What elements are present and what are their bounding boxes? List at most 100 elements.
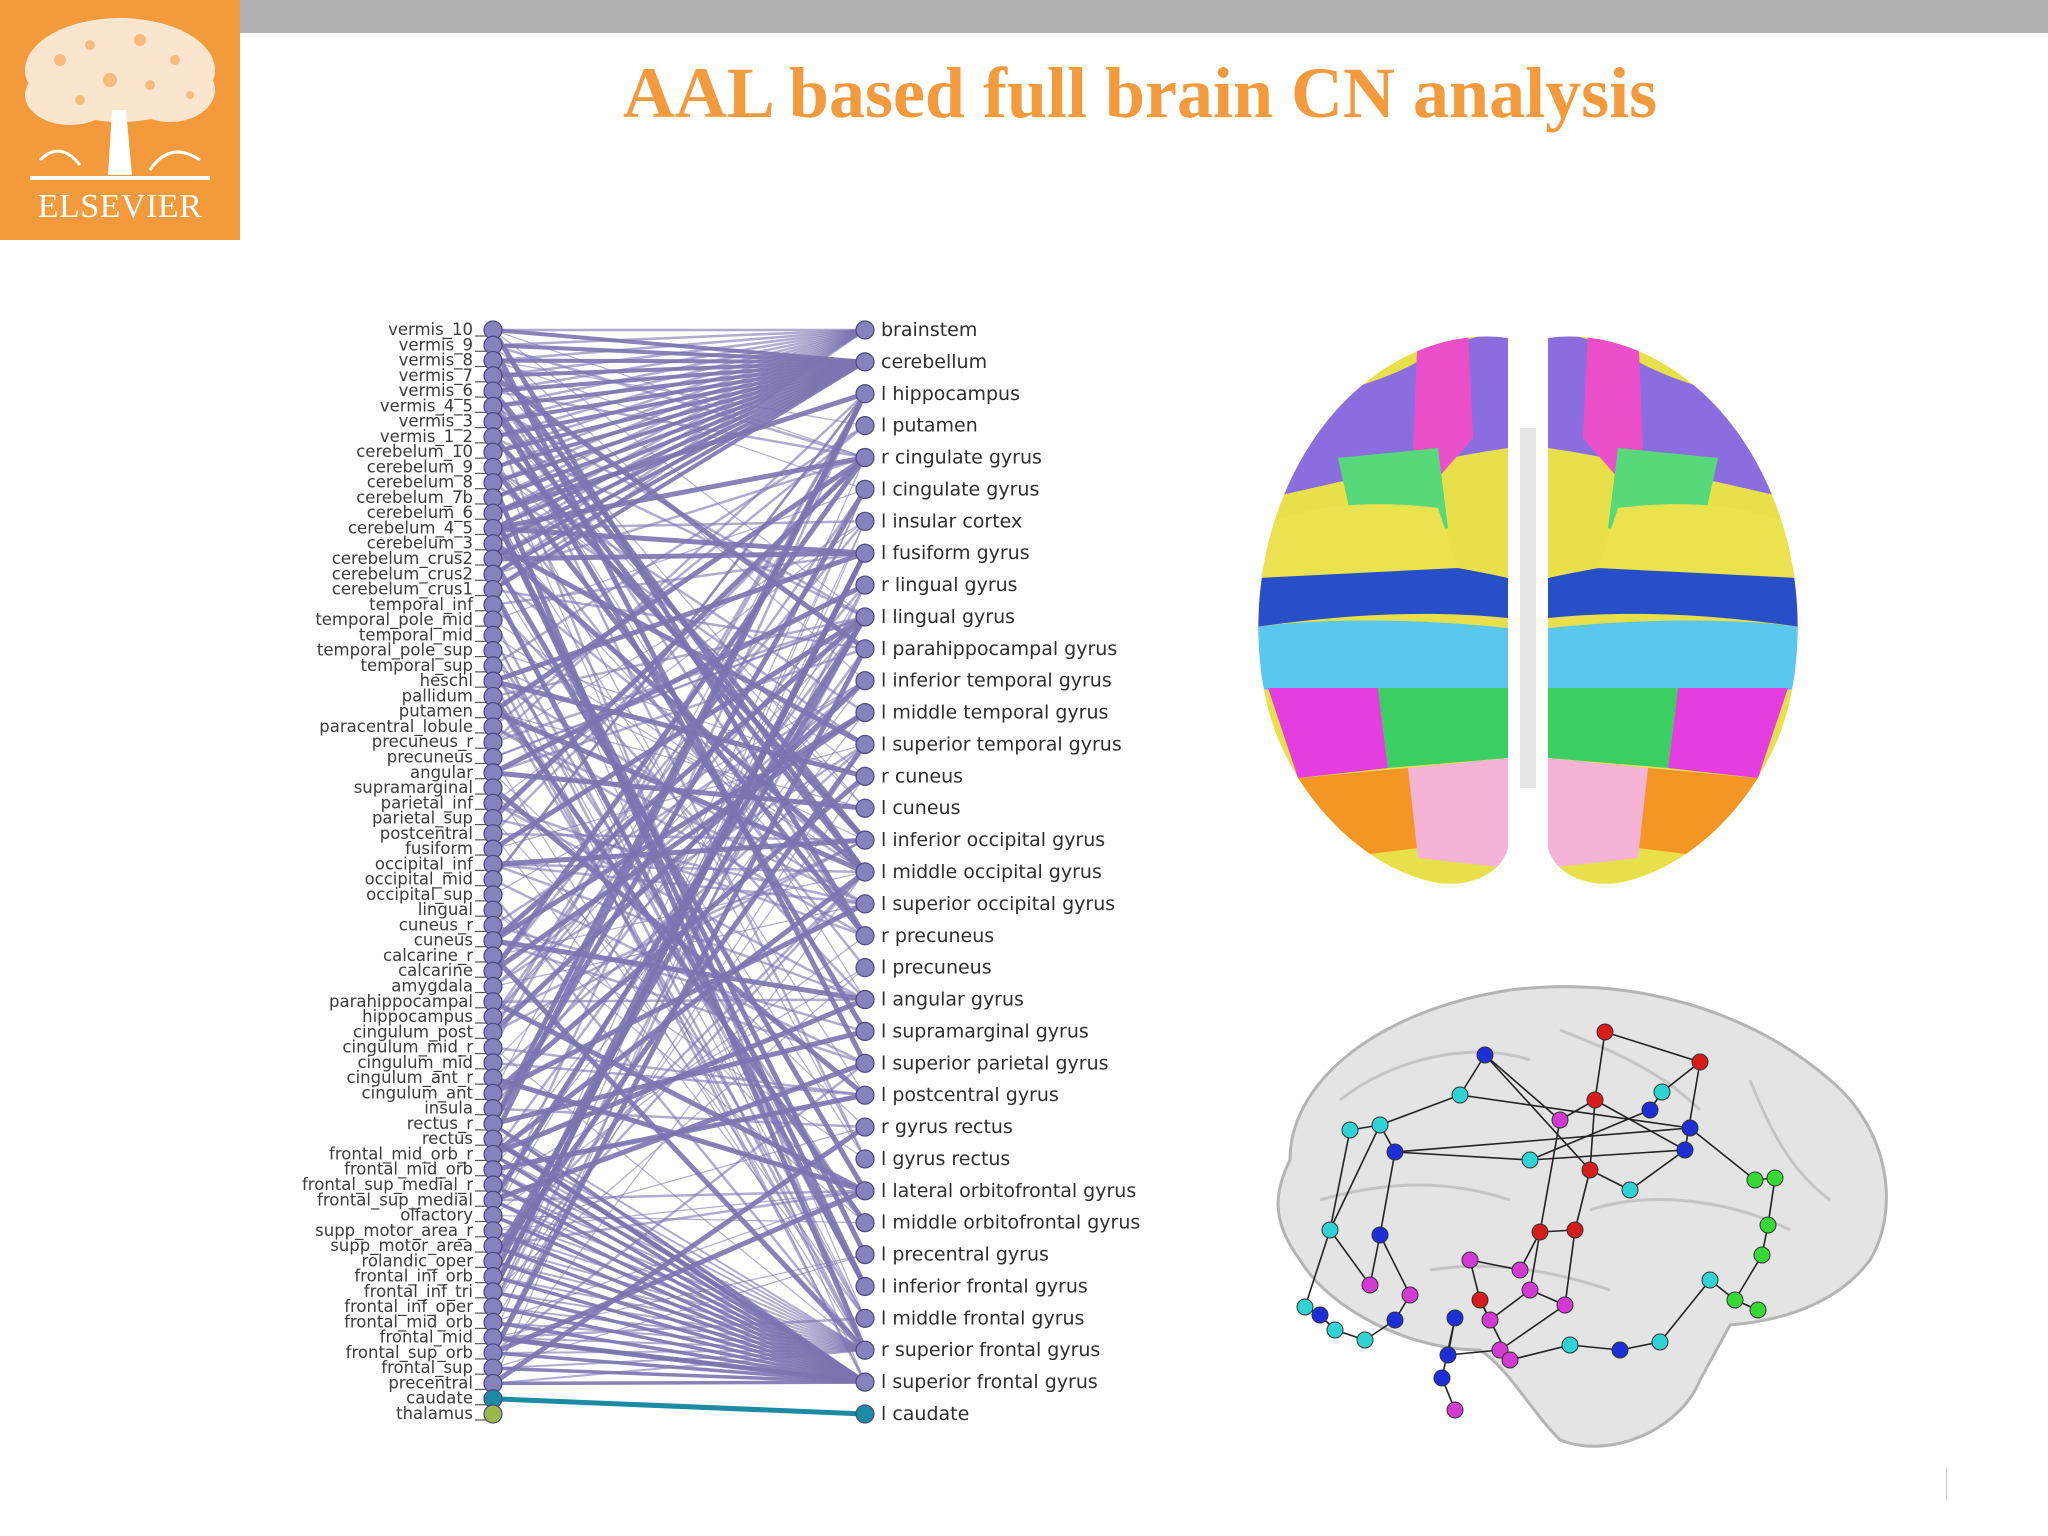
network-edge (1574, 1169, 1591, 1231)
connection-edge (492, 328, 866, 378)
right-node-marker (855, 575, 875, 595)
network-node (1753, 1246, 1771, 1264)
brain-network-side-view-image (1276, 985, 1888, 1448)
left-node-label: vermis_6 (399, 381, 473, 401)
left-node-label: vermis_7 (399, 366, 473, 386)
diagram-edges (490, 328, 868, 1417)
connection-edge (492, 616, 866, 1018)
left-node-label: parahippocampal (329, 992, 473, 1011)
network-edge (1304, 1229, 1331, 1308)
network-node (1311, 1306, 1329, 1324)
right-node-label: l fusiform gyrus (881, 542, 1030, 564)
connection-edge (492, 871, 866, 1278)
left-node-label: cerebelum_4_5 (348, 518, 473, 538)
connection-edge (492, 328, 866, 362)
connection-edge (492, 328, 866, 500)
network-edge (1594, 1099, 1686, 1151)
network-node (1433, 1369, 1451, 1387)
network-node (1701, 1271, 1719, 1289)
left-node-label: insula (424, 1099, 473, 1118)
left-node-label: frontal_mid_orb_r (329, 1144, 473, 1164)
right-node-label: cerebellum (881, 351, 987, 373)
network-edge (1329, 1124, 1381, 1231)
left-node-label: angular (410, 763, 473, 782)
left-node-label: cerebelum_8 (367, 473, 473, 493)
right-node-marker (855, 384, 875, 404)
connection-edge (491, 678, 867, 1035)
left-node-label: occipital_mid (365, 870, 473, 890)
right-node-marker (855, 766, 875, 786)
right-node-label: l putamen (881, 415, 978, 437)
logo-wordmark: ELSEVIER (37, 188, 203, 225)
right-node-label: l superior parietal gyrus (881, 1052, 1109, 1074)
network-node (1401, 1286, 1419, 1304)
left-node-label: cuneus_r (399, 915, 473, 935)
connection-edge (492, 1062, 866, 1354)
left-node-label: cingulum_mid (357, 1053, 473, 1073)
right-node-label: r cuneus (881, 765, 963, 787)
left-node-label: amygdala (391, 977, 473, 996)
right-node-label: brainstem (881, 319, 977, 341)
connection-edge (492, 550, 866, 684)
network-node (1566, 1221, 1584, 1239)
right-node-marker (855, 1308, 875, 1328)
connection-edge (492, 871, 866, 1369)
right-node-label: r precuneus (881, 925, 994, 947)
connection-edge (492, 328, 866, 484)
connection-edge (492, 1214, 866, 1352)
left-node-label: cuneus (414, 931, 473, 950)
left-node-label: putamen (399, 702, 473, 721)
network-edge (1589, 1099, 1596, 1171)
right-node-label: l hippocampus (881, 383, 1020, 405)
network-node (1386, 1311, 1404, 1329)
connection-edge (492, 1290, 866, 1352)
connection-edge (491, 488, 867, 1018)
right-node-marker (855, 1085, 875, 1105)
right-node-label: l lingual gyrus (881, 606, 1015, 628)
network-node (1596, 1023, 1614, 1041)
right-node-label: r superior frontal gyrus (881, 1339, 1100, 1361)
connection-edge (492, 1229, 866, 1352)
right-node-marker (855, 894, 875, 914)
right-node-marker (855, 1372, 875, 1392)
network-node (1341, 1121, 1359, 1139)
left-node-label: cerebelum_crus2 (332, 564, 473, 584)
connection-edge (492, 1336, 866, 1352)
connection-edge (492, 1188, 866, 1356)
connection-edge (492, 328, 866, 347)
connection-edge (490, 392, 868, 1141)
network-node (1356, 1331, 1374, 1349)
connection-edge (491, 582, 867, 775)
left-node-label: frontal_sup_medial_r (302, 1175, 473, 1195)
left-node-label: parietal_sup (372, 809, 473, 829)
connection-edge (492, 328, 866, 576)
right-node-label: l caudate (881, 1403, 969, 1425)
network-edge (1734, 1254, 1763, 1301)
left-node-marker (483, 1404, 503, 1424)
left-node-label: frontal_mid_orb (344, 1160, 473, 1180)
connection-edge (492, 1366, 866, 1384)
connection-edge (492, 328, 866, 423)
right-node-label: r gyrus rectus (881, 1116, 1013, 1138)
connection-edge (492, 521, 866, 1384)
connection-edge (492, 405, 866, 619)
right-node-marker (855, 1181, 875, 1201)
right-node-label: r lingual gyrus (881, 574, 1018, 596)
left-node-label: lingual (418, 900, 473, 919)
left-node-label: cingulum_post (353, 1022, 474, 1042)
network-node (1386, 1143, 1404, 1161)
network-node (1586, 1091, 1604, 1109)
left-node-label: occipital_inf (375, 854, 474, 874)
connection-edge (492, 328, 866, 408)
left-node-label: heschl (420, 671, 473, 690)
network-edge (1379, 1151, 1396, 1236)
network-edge (1529, 1109, 1651, 1161)
right-node-label: l precentral gyrus (881, 1244, 1049, 1266)
left-node-label: frontal_inf_tri (364, 1282, 473, 1302)
right-node-label: l postcentral gyrus (881, 1084, 1059, 1106)
network-edge (1629, 1149, 1686, 1191)
connection-edge (492, 616, 866, 759)
page-title: AAL based full brain CN analysis (622, 53, 1658, 133)
network-node (1726, 1291, 1744, 1309)
left-node-label: temporal_pole_sup (317, 641, 473, 661)
